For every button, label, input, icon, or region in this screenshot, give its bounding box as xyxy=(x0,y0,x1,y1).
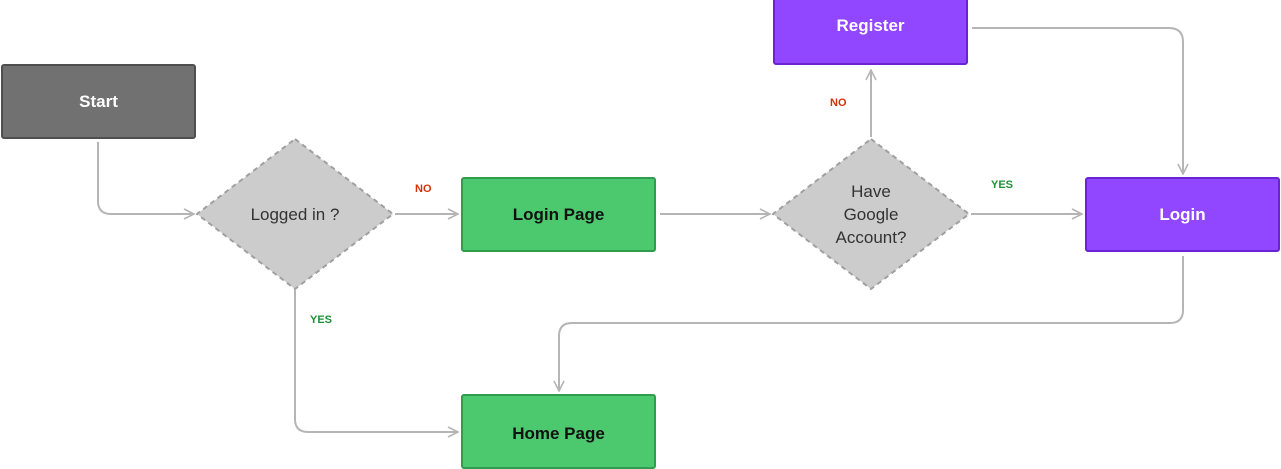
login-page-node-label: Login Page xyxy=(512,204,605,224)
edge-label-google-no: NO xyxy=(830,97,847,109)
login-node: Login xyxy=(1085,177,1280,252)
register-node-label: Register xyxy=(836,16,905,35)
connector-start-to-logged-in xyxy=(97,142,194,214)
logged-in-label: Logged in ? xyxy=(250,204,340,224)
home-page-node: Home Page xyxy=(461,394,656,469)
edge-label-logged-in-yes: YES xyxy=(310,314,333,326)
login-page-node: Login Page xyxy=(461,177,656,252)
decision-diamond-logged-in xyxy=(195,137,395,291)
login-node-label: Login xyxy=(1159,204,1206,224)
edge-label-google-yes: YES xyxy=(991,179,1014,191)
connector-logged-in-to-home-page xyxy=(294,290,458,432)
have-google-label: Have Google Account? xyxy=(835,181,907,247)
home-page-node-label: Home Page xyxy=(512,424,605,443)
connector-login-to-home-page xyxy=(559,256,1184,391)
start-node: Start xyxy=(1,64,196,139)
decision-diamond-have-google xyxy=(771,137,971,291)
start-node-label: Start xyxy=(79,91,118,111)
connector-register-to-login xyxy=(972,27,1183,174)
edge-label-logged-in-no: NO xyxy=(415,183,432,195)
register-node: Register xyxy=(773,0,968,65)
